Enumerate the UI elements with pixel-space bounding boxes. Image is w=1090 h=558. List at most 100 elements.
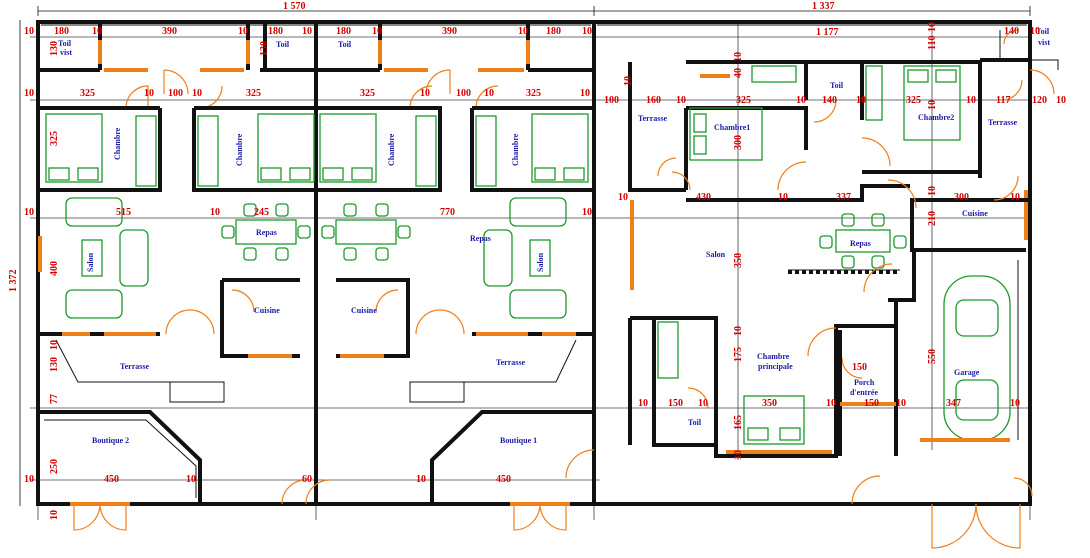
label-villa-garage: Garage: [954, 368, 980, 377]
label-salon-mid: Salon: [536, 252, 545, 272]
svg-text:60: 60: [302, 474, 312, 485]
label-chambre-c: Chambre: [387, 133, 396, 166]
svg-text:130: 130: [259, 41, 270, 56]
label-repas-left: Repas: [256, 228, 277, 237]
dim-width-left: 1 570: [283, 1, 306, 12]
svg-text:10: 10: [778, 192, 788, 203]
dimension-labels: 1 177 10 180 10 390 10 180 10 180 10 390…: [24, 22, 1066, 520]
svg-text:325: 325: [246, 88, 261, 99]
svg-text:550: 550: [927, 349, 938, 364]
label-villa-chambre-principale-1: Chambre: [757, 352, 790, 361]
label-terrasse-mid: Terrasse: [496, 358, 525, 367]
svg-text:10: 10: [826, 398, 836, 409]
svg-text:390: 390: [442, 26, 457, 37]
label-toil-2: Toil: [338, 40, 352, 49]
svg-text:10: 10: [24, 26, 34, 37]
svg-text:325: 325: [360, 88, 375, 99]
overall-dimensions: 1 570 1 337 1 372: [8, 1, 1031, 506]
svg-text:325: 325: [906, 95, 921, 106]
label-terrasse-left: Terrasse: [120, 362, 149, 371]
svg-text:10: 10: [210, 207, 220, 218]
svg-text:10: 10: [49, 510, 60, 520]
svg-text:10: 10: [796, 95, 806, 106]
left-toilets: [38, 22, 594, 109]
svg-text:160: 160: [646, 95, 661, 106]
svg-text:10: 10: [733, 326, 744, 336]
label-cuisine-mid: Cuisine: [351, 306, 377, 315]
svg-text:110: 110: [927, 36, 938, 50]
label-chambre-d: Chambre: [511, 133, 520, 166]
svg-text:180: 180: [546, 26, 561, 37]
svg-text:140: 140: [1004, 26, 1019, 37]
label-villa-salon: Salon: [706, 250, 726, 259]
label-cuisine-left: Cuisine: [254, 306, 280, 315]
label-villa-cuisine: Cuisine: [962, 209, 988, 218]
svg-text:175: 175: [733, 347, 744, 362]
label-toil-visit-2: Toil: [1036, 27, 1050, 36]
label-villa-chambre2: Chambre2: [918, 113, 954, 122]
dim-width-right: 1 337: [812, 1, 835, 12]
label-boutique-2: Boutique 2: [92, 436, 129, 445]
svg-text:210: 210: [927, 211, 938, 226]
room-labels: Toil vist Toil Toil Toil vist Chambre Ch…: [58, 27, 1050, 445]
left-bedrooms: [38, 106, 594, 192]
svg-text:10: 10: [144, 88, 154, 99]
svg-text:10: 10: [676, 95, 686, 106]
svg-text:400: 400: [49, 261, 60, 276]
left-living: [38, 197, 594, 403]
svg-text:10: 10: [186, 474, 196, 485]
label-villa-chambre-principale-2: principale: [758, 362, 793, 371]
label-boutique-1: Boutique 1: [500, 436, 537, 445]
svg-text:347: 347: [946, 398, 961, 409]
svg-text:10: 10: [192, 88, 202, 99]
dim-height: 1 372: [8, 270, 19, 293]
svg-text:vist: vist: [1038, 38, 1050, 47]
svg-text:130: 130: [49, 41, 60, 56]
svg-text:10: 10: [927, 186, 938, 196]
svg-text:180: 180: [54, 26, 69, 37]
svg-text:10: 10: [1056, 95, 1066, 106]
svg-text:100: 100: [604, 95, 619, 106]
label-toil-visit-1: Toil: [58, 39, 72, 48]
svg-text:10: 10: [238, 26, 248, 37]
svg-text:165: 165: [733, 415, 744, 430]
svg-text:325: 325: [526, 88, 541, 99]
svg-text:10: 10: [518, 26, 528, 37]
dim-right-inner: 1 177: [816, 27, 839, 38]
svg-text:180: 180: [336, 26, 351, 37]
label-villa-terrasse-1: Terrasse: [638, 114, 667, 123]
svg-text:180: 180: [268, 26, 283, 37]
svg-text:130: 130: [49, 357, 60, 372]
svg-text:245: 245: [254, 207, 269, 218]
svg-text:450: 450: [496, 474, 511, 485]
label-repas-mid: Repas: [470, 234, 491, 243]
svg-text:10: 10: [24, 474, 34, 485]
svg-text:10: 10: [733, 52, 744, 62]
svg-text:10: 10: [582, 207, 592, 218]
svg-text:10: 10: [623, 76, 634, 86]
label-villa-toil-2: Toil: [688, 418, 702, 427]
label-villa-chambre1: Chambre1: [714, 123, 750, 132]
svg-text:10: 10: [302, 26, 312, 37]
svg-text:390: 390: [162, 26, 177, 37]
svg-text:10: 10: [582, 26, 592, 37]
svg-text:10: 10: [92, 26, 102, 37]
villa: [628, 29, 1059, 549]
label-villa-terrasse-2: Terrasse: [988, 118, 1017, 127]
svg-text:vist: vist: [60, 48, 72, 57]
svg-text:430: 430: [696, 192, 711, 203]
svg-text:10: 10: [484, 88, 494, 99]
label-villa-toil: Toil: [830, 81, 844, 90]
svg-text:350: 350: [733, 253, 744, 268]
svg-text:77: 77: [49, 394, 60, 404]
svg-text:10: 10: [927, 100, 938, 110]
svg-text:515: 515: [116, 207, 131, 218]
svg-text:10: 10: [966, 95, 976, 106]
label-toil-1: Toil: [276, 40, 290, 49]
svg-text:450: 450: [104, 474, 119, 485]
svg-text:10: 10: [1030, 26, 1040, 37]
svg-text:40: 40: [733, 68, 744, 78]
svg-text:10: 10: [1010, 192, 1020, 203]
svg-text:350: 350: [762, 398, 777, 409]
